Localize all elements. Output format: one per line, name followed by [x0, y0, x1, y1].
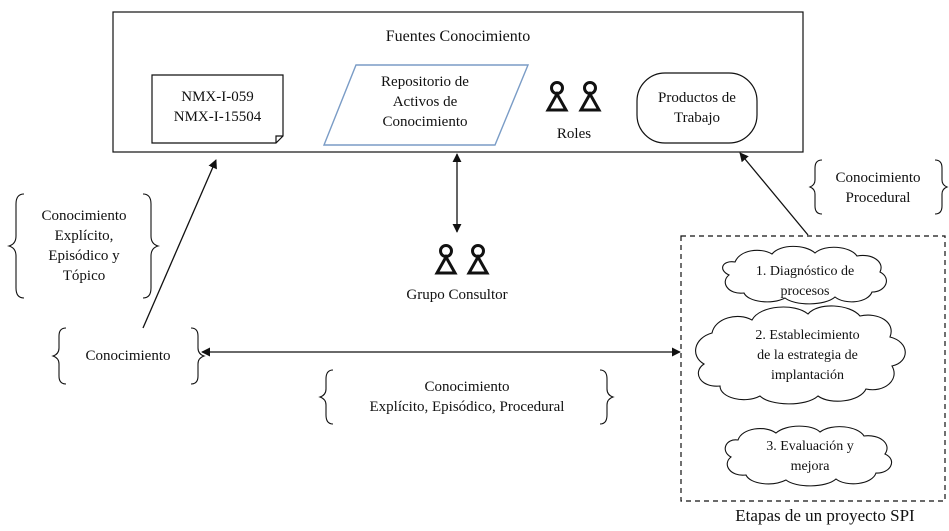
right-brace-label: Conocimiento Procedural [818, 168, 938, 208]
stage-1-line-1: 1. Diagnóstico de [755, 264, 855, 279]
stage-3-line-2: mejora [790, 459, 830, 474]
left-upper-line-1: Conocimiento [41, 208, 127, 224]
stage-2-label: 2. Establecimiento de la estrategia de i… [720, 326, 895, 386]
left-upper-line-4: Tópico [62, 268, 106, 284]
brace-bottom [318, 369, 615, 425]
cloud-stage-2 [695, 305, 906, 405]
norms-document-shape [151, 74, 284, 144]
repositorio-line-1: Repositorio de [381, 74, 469, 90]
right-brace-line-1: Conocimiento [835, 170, 921, 186]
bottom-brace-line-1: Conocimiento [424, 379, 510, 395]
brace-left-lower [51, 327, 206, 385]
left-upper-line-3: Episódico y [48, 248, 120, 264]
brace-left-upper [7, 193, 160, 299]
left-upper-line-2: Explícito, [54, 228, 114, 244]
cloud-stage-1 [722, 245, 887, 305]
repositorio-shape [322, 64, 530, 146]
repositorio-line-3: Conocimiento [382, 114, 468, 130]
grupo-consultor-icon [435, 244, 489, 275]
grupo-consultor-label: Grupo Consultor [406, 287, 508, 303]
stage-2-line-1: 2. Establecimiento [755, 328, 860, 343]
stage-2-line-2: de la estrategia de [757, 348, 858, 363]
bottom-brace-label: Conocimiento Explícito, Episódico, Proce… [332, 377, 602, 417]
cloud-stage-3 [724, 425, 893, 487]
repositorio-label: Repositorio de Activos de Conocimiento [340, 72, 510, 132]
brace-right [808, 159, 949, 215]
norm-2: NMX-I-15504 [173, 109, 262, 125]
etapas-caption: Etapas de un proyecto SPI [735, 506, 915, 525]
stage-3-line-1: 3. Evaluación y [766, 439, 854, 454]
stage-2-line-3: implantación [770, 368, 845, 383]
repositorio-line-2: Activos de [392, 94, 458, 110]
arrow-etapas-fuentes [739, 152, 809, 236]
stage-3-label: 3. Evaluación y mejora [735, 437, 885, 477]
norms-label: NMX-I-059 NMX-I-15504 [152, 87, 283, 127]
productos-shape [636, 72, 758, 144]
productos-line-1: Productos de [658, 90, 736, 106]
bottom-brace-line-2: Explícito, Episódico, Procedural [369, 399, 565, 415]
fuentes-title: Fuentes Conocimiento [385, 28, 531, 45]
stage-1-label: 1. Diagnóstico de procesos [730, 262, 880, 302]
productos-line-2: Trabajo [673, 110, 721, 126]
norm-1: NMX-I-059 [181, 89, 254, 105]
left-lower-label: Conocimiento [85, 348, 171, 364]
stage-1-line-2: procesos [780, 284, 830, 299]
roles-label: Roles [556, 126, 592, 142]
right-brace-line-2: Procedural [845, 190, 911, 206]
left-upper-label: Conocimiento Explícito, Episódico y Tópi… [22, 206, 146, 286]
etapas-box [680, 235, 946, 502]
arrow-conocimiento-fuentes [142, 159, 217, 329]
productos-label: Productos de Trabajo [637, 88, 757, 128]
